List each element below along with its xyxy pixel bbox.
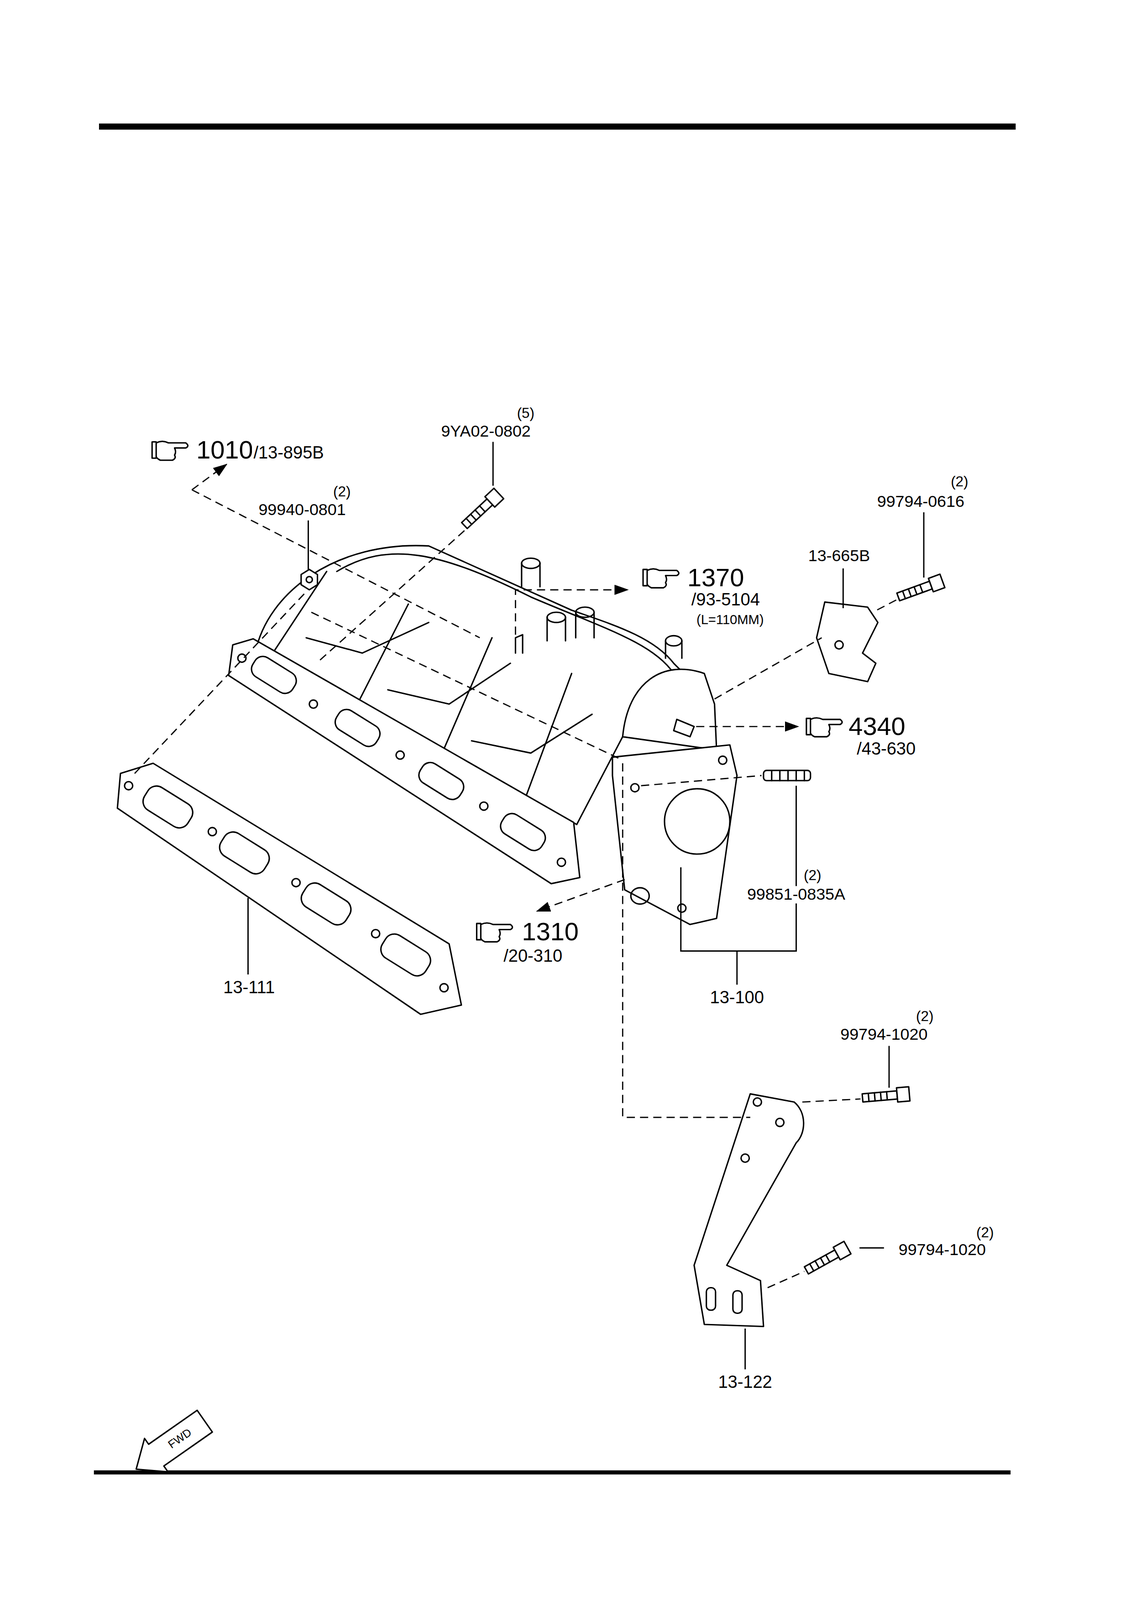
- callout-number: 1010: [194, 436, 255, 464]
- callout-number: 1370: [685, 564, 746, 592]
- callout-number: 1310: [520, 918, 581, 946]
- quantity: (5): [515, 405, 536, 421]
- part-number: 13-111: [221, 979, 277, 998]
- quantity: (2): [331, 484, 352, 500]
- callout-ref: /13-895B: [251, 444, 325, 463]
- callout-number: 4340: [847, 713, 907, 741]
- part-number: 99940-0801: [256, 501, 347, 519]
- quantity: (2): [949, 474, 970, 490]
- part-number: 13-100: [708, 989, 766, 1008]
- part-number: 99794-0616: [875, 493, 966, 512]
- quantity: (2): [802, 868, 823, 884]
- part-number: 9YA02-0802: [439, 423, 532, 441]
- part-number: 13-122: [716, 1373, 774, 1393]
- quantity: (2): [974, 1225, 995, 1241]
- part-number: 99794-1020: [838, 1026, 929, 1044]
- part-number: 13-665B: [806, 547, 872, 566]
- dimension-note: (L=110MM): [695, 612, 765, 627]
- quantity: (2): [914, 1009, 935, 1025]
- part-number: 99851-0835A: [745, 886, 847, 905]
- part-number: 99794-1020: [897, 1241, 988, 1260]
- callout-ref: /43-630: [855, 740, 917, 759]
- callout-ref: /20-310: [502, 947, 564, 966]
- callout-ref: /93-5104: [690, 591, 762, 610]
